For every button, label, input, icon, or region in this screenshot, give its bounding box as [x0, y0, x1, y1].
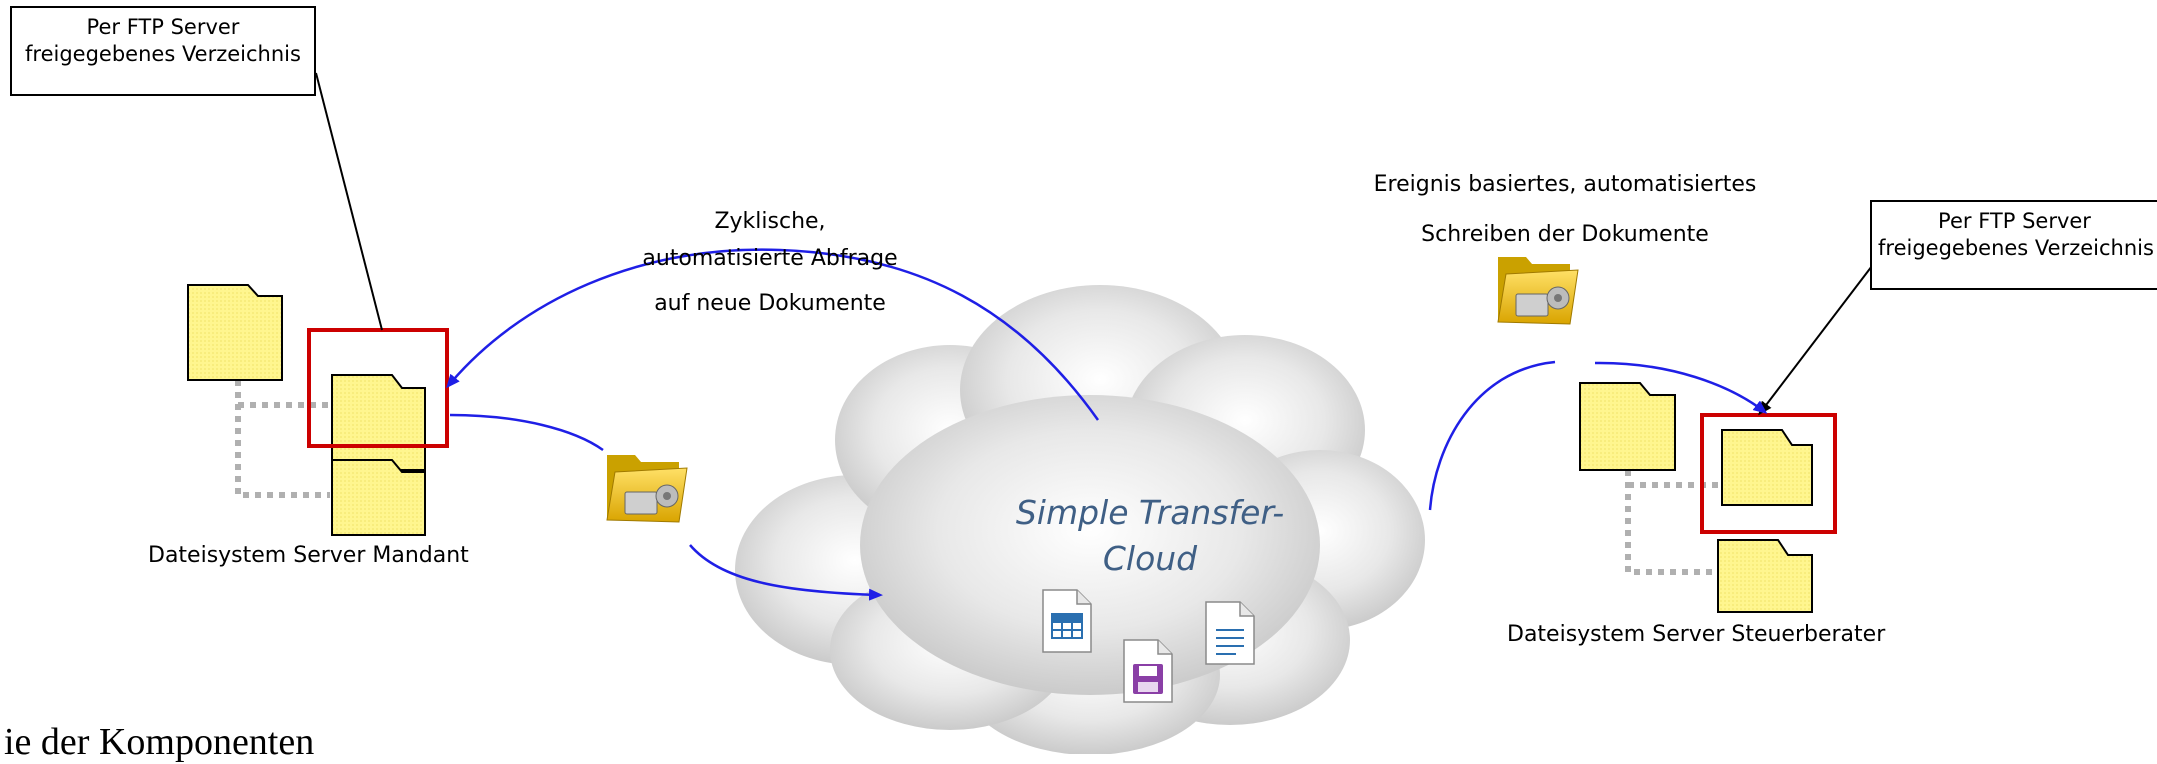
query-arrow: [446, 248, 1100, 421]
callout-right-line2: freigegebenes Verzeichnis: [1878, 236, 2154, 260]
write-arrow-to-folder: [1594, 361, 1768, 414]
query-label-line2: automatisierte Abfrage: [642, 246, 898, 271]
query-label-line3: auf neue Dokumente: [654, 291, 886, 316]
transfer-cloud: [735, 285, 1425, 754]
folder-icon: [1717, 539, 1813, 613]
folder-icon: [331, 459, 426, 536]
folder-icon: [1579, 382, 1676, 471]
cloud-title-line2: Cloud: [1102, 539, 1198, 578]
callout-right-line1: Per FTP Server: [1938, 209, 2091, 233]
left-tree-connectors: [235, 380, 330, 498]
write-label-line1: Ereignis basiertes, automatisiertes: [1373, 172, 1757, 197]
callout-left-ftp-share: Per FTP Server freigegebenes Verzeichnis: [10, 6, 316, 96]
left-system-label: Dateisystem Server Mandant: [148, 543, 469, 568]
folder-icon: [1721, 429, 1813, 506]
save-document-icon: [1123, 639, 1173, 703]
text-document-icon: [1205, 601, 1255, 665]
locked-folder-icon: [606, 455, 688, 523]
write-arrow-download: [1428, 360, 1556, 511]
callout-left-line1: Per FTP Server: [86, 15, 240, 39]
locked-folder-icon: [1497, 257, 1579, 325]
right-system-label: Dateisystem Server Steuerberater: [1507, 622, 1886, 647]
query-label-line1: Zyklische,: [714, 209, 826, 234]
cloud-title: Simple Transfer- Cloud: [985, 490, 1315, 582]
cloud-title-line1: Simple Transfer-: [1015, 493, 1285, 532]
write-label: Ereignis basiertes, automatisiertes Schr…: [1355, 160, 1775, 260]
folder-icon: [187, 284, 283, 381]
right-tree-connectors: [1625, 470, 1720, 575]
write-label-line2: Schreiben der Dokumente: [1421, 222, 1709, 247]
callout-right-ftp-share: Per FTP Server freigegebenes Verzeichnis: [1870, 200, 2157, 290]
callout-left-line2: freigegebenes Verzeichnis: [25, 42, 301, 66]
folder-icon: [331, 374, 426, 471]
left-callout-pointer: [315, 72, 383, 331]
footer-heading-partial: ie der Komponenten: [4, 721, 315, 763]
spreadsheet-document-icon: [1042, 589, 1092, 653]
transfer-arrow-upload: [449, 413, 604, 452]
query-label: Zyklische, automatisierte Abfrage auf ne…: [620, 203, 920, 322]
transfer-arrow-upload-to-cloud: [689, 544, 883, 601]
right-callout-pointer: [1758, 261, 1876, 416]
